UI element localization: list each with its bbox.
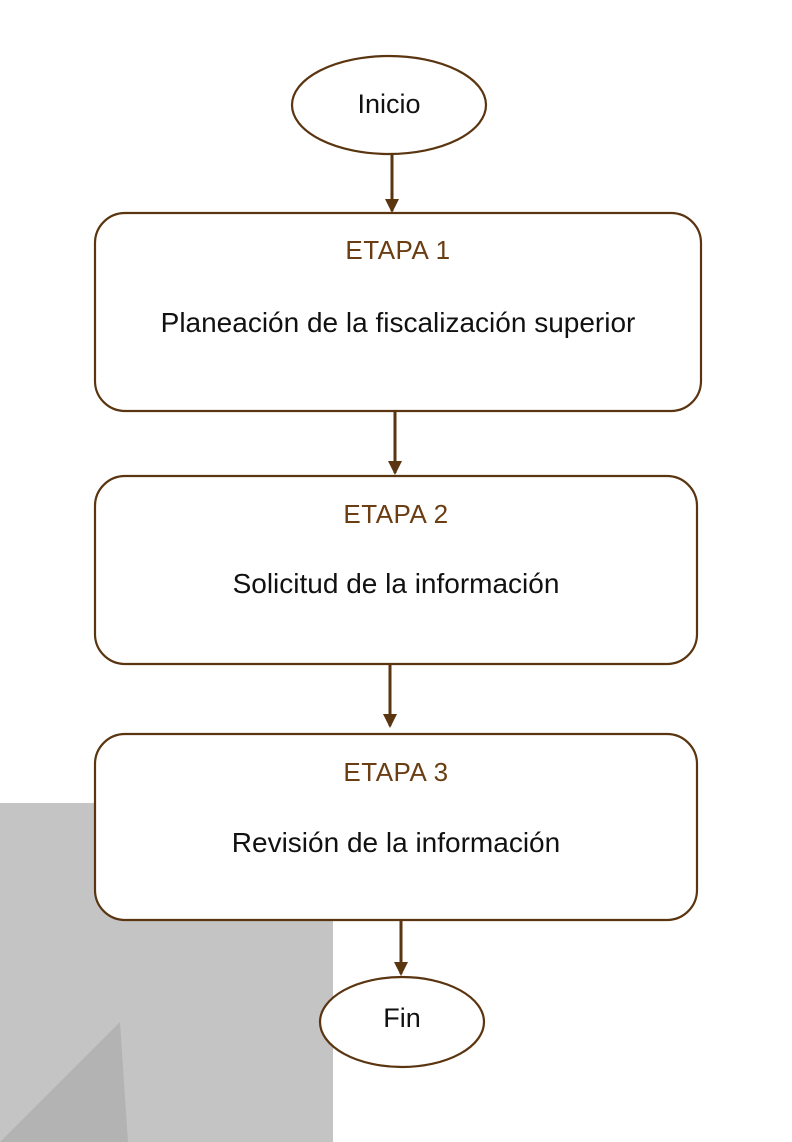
start-label: Inicio [357,89,421,119]
stage-1-title: ETAPA 1 [345,235,451,265]
stage-3-description: Revisión de la información [231,827,561,858]
stage-1-box [93,211,703,413]
stage-2-description: Solicitud de la información [232,568,560,599]
stage-2-box [93,474,699,666]
arrowhead-start-to-stage-1 [385,199,399,213]
arrowhead-stage-3-to-end [394,962,408,976]
start-oval [290,54,488,156]
end-label: Fin [383,1003,421,1033]
stage-3-box [93,732,699,922]
stage-3-title: ETAPA 3 [343,757,449,787]
background-shade [0,1022,128,1142]
end-oval [318,975,486,1069]
stage-1-description: Planeación de la fiscalización superior [160,307,636,338]
arrowhead-stage-1-to-stage-2 [388,461,402,475]
arrowhead-stage-2-to-stage-3 [383,714,397,728]
stage-2-title: ETAPA 2 [343,499,449,529]
